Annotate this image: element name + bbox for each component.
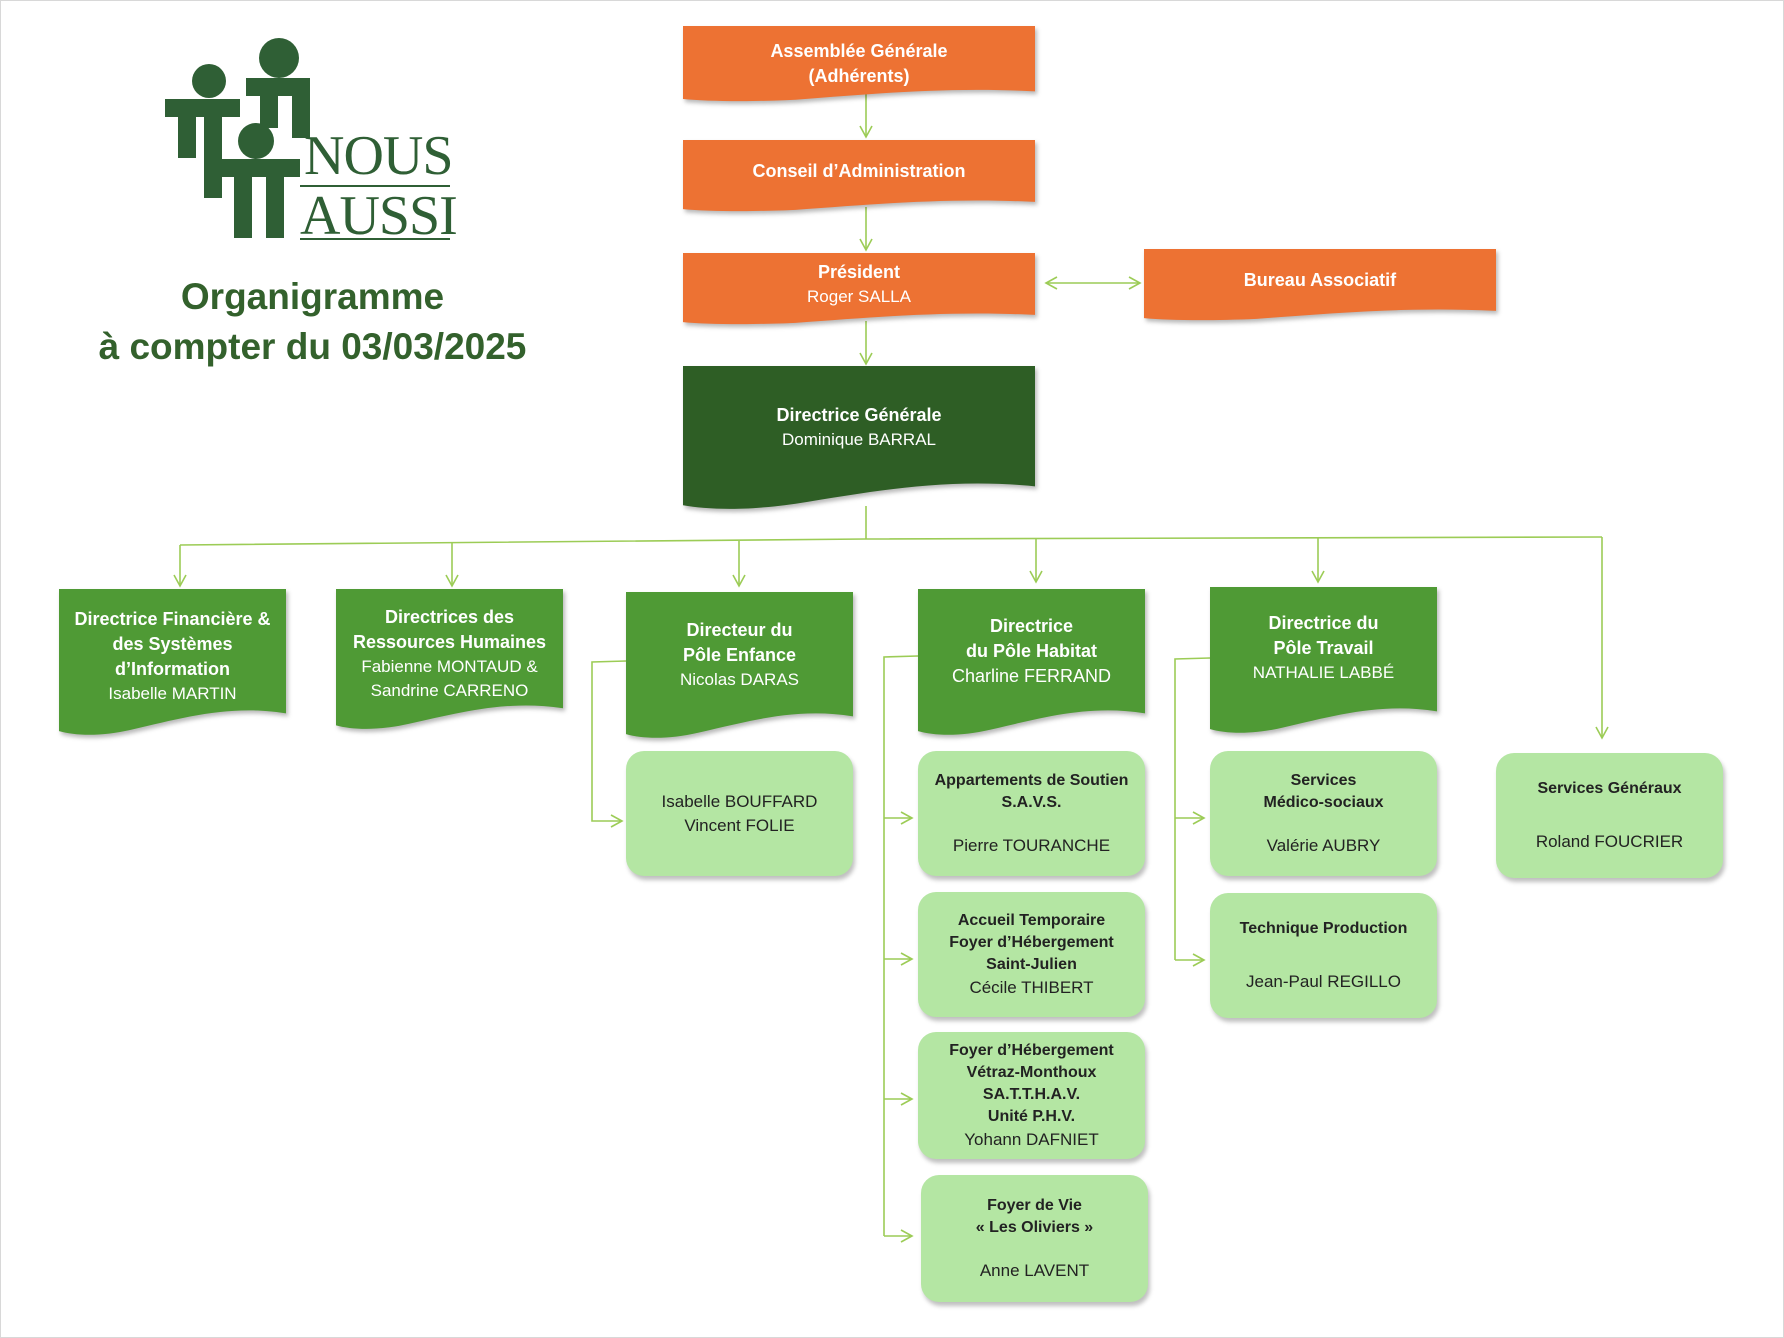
medico-line2: Médico-sociaux [1263, 793, 1384, 811]
rh-name2: Sandrine CARRENO [370, 681, 529, 700]
assemblee-title: Assemblée Générale [770, 41, 948, 61]
generaux-line1: Services Généraux [1537, 779, 1682, 797]
savs-line2: S.A.V.S. [1001, 793, 1062, 811]
rh-name1: Fabienne MONTAUD & [361, 657, 538, 676]
rh-line1: Directrices des [384, 607, 515, 627]
directrice-generale-box[interactable]: Directrice Générale Dominique BARRAL [683, 366, 1035, 511]
foyer-vie-line2: « Les Oliviers » [975, 1218, 1094, 1236]
page-date: à compter du 03/03/2025 [98, 326, 527, 367]
director-finance-box[interactable]: Directrice Financière & des Systèmes d’I… [59, 589, 286, 737]
enfance-name: Nicolas DARAS [679, 670, 800, 689]
assemblee-generale-box[interactable]: Assemblée Générale (Adhérents) [683, 26, 1035, 102]
savs-name: Pierre TOURANCHE [952, 835, 1111, 855]
enfance-staff-name2: Vincent FOLIE [684, 815, 795, 835]
dg-name: Dominique BARRAL [781, 430, 936, 449]
vetraz-line2: Vétraz-Monthoux [966, 1063, 1097, 1081]
accueil-line1: Accueil Temporaire [957, 911, 1106, 929]
director-habitat-box[interactable]: Directrice du Pôle Habitat Charline FERR… [918, 589, 1145, 737]
president-name: Roger SALLA [807, 286, 911, 306]
enfance-line2: Pôle Enfance [682, 645, 797, 665]
generaux-name: Roland FOUCRIER [1535, 831, 1684, 851]
connector-habitat-trunk [883, 655, 919, 1236]
logo-underline [300, 238, 450, 240]
vetraz-line4: Unité P.H.V. [987, 1107, 1076, 1125]
enfance-staff-box[interactable]: Isabelle BOUFFARD Vincent FOLIE [626, 751, 853, 876]
vetraz-name: Yohann DAFNIET [964, 1129, 1099, 1149]
travail-line1: Directrice du [1268, 613, 1379, 633]
director-rh-box[interactable]: Directrices des Ressources Humaines Fabi… [336, 589, 563, 731]
president-box[interactable]: Président Roger SALLA [683, 253, 1035, 325]
foyer-vetraz-box[interactable]: Foyer d’Hébergement Vétraz-Monthoux SA.T… [918, 1032, 1145, 1159]
finance-name: Isabelle MARTIN [108, 683, 237, 703]
habitat-line1: Directrice [989, 616, 1074, 636]
director-enfance-box[interactable]: Directeur du Pôle Enfance Nicolas DARAS [626, 592, 853, 740]
conseil-administration-box[interactable]: Conseil d’Administration [683, 140, 1035, 212]
accueil-name: Cécile THIBERT [969, 977, 1094, 997]
savs-line1: Appartements de Soutien [934, 771, 1129, 789]
logo-aussi-text: AUSSI [300, 185, 458, 247]
accueil-line2: Foyer d’Hébergement [949, 933, 1114, 951]
bureau-associatif-box[interactable]: Bureau Associatif [1144, 249, 1496, 321]
services-generaux-box[interactable]: Services Généraux Roland FOUCRIER [1496, 753, 1723, 878]
page-title: Organigramme [180, 276, 445, 317]
habitat-name: Charline FERRAND [951, 666, 1112, 686]
logo-nous-text: NOUS [304, 125, 453, 187]
medico-line1: Services [1290, 771, 1357, 789]
habitat-line2: du Pôle Habitat [965, 641, 1097, 661]
technique-name: Jean-Paul REGILLO [1246, 971, 1401, 991]
enfance-line1: Directeur du [686, 620, 793, 640]
finance-line2: des Systèmes [112, 633, 233, 654]
travail-line2: Pôle Travail [1273, 638, 1374, 658]
people-logo-icon [165, 38, 310, 238]
dg-title: Directrice Générale [776, 405, 942, 425]
foyer-vie-name: Anne LAVENT [979, 1260, 1090, 1280]
vetraz-line1: Foyer d’Hébergement [949, 1041, 1114, 1059]
connector-travail-trunk [1174, 657, 1211, 960]
accueil-temporaire-box[interactable]: Accueil Temporaire Foyer d’Hébergement S… [918, 892, 1145, 1017]
accueil-line3: Saint-Julien [986, 955, 1077, 973]
enfance-staff-name1: Isabelle BOUFFARD [661, 791, 818, 811]
rh-line2: Ressources Humaines [352, 632, 547, 652]
medico-name: Valérie AUBRY [1266, 835, 1381, 855]
connector-enfance-branch [591, 660, 627, 828]
medico-sociaux-box[interactable]: Services Médico-sociaux Valérie AUBRY [1210, 751, 1437, 876]
finance-line3: d’Information [115, 658, 230, 679]
finance-line1: Directrice Financière & [74, 608, 271, 629]
vetraz-line3: SA.T.T.H.A.V. [982, 1085, 1081, 1103]
director-travail-box[interactable]: Directrice du Pôle Travail NATHALIE LABB… [1210, 587, 1437, 735]
logo-divider [300, 185, 450, 187]
assemblee-subtitle: (Adhérents) [808, 66, 910, 86]
connector-horizontal-bar [179, 536, 1603, 546]
foyer-vie-line1: Foyer de Vie [987, 1196, 1082, 1214]
bureau-title: Bureau Associatif [1243, 269, 1397, 290]
technique-line1: Technique Production [1239, 919, 1408, 937]
nous-aussi-logo: NOUS AUSSI [160, 38, 470, 247]
foyer-de-vie-box[interactable]: Foyer de Vie « Les Oliviers » Anne LAVEN… [921, 1175, 1148, 1302]
technique-production-box[interactable]: Technique Production Jean-Paul REGILLO [1210, 893, 1437, 1018]
savs-box[interactable]: Appartements de Soutien S.A.V.S. Pierre … [918, 751, 1145, 876]
conseil-title: Conseil d’Administration [752, 160, 966, 181]
travail-name: NATHALIE LABBÉ [1252, 663, 1395, 682]
president-title: Président [817, 261, 900, 282]
